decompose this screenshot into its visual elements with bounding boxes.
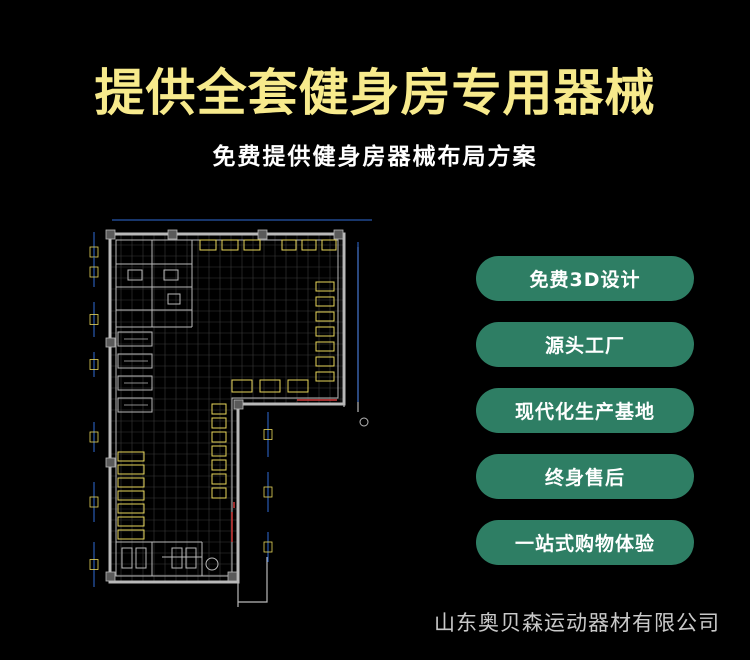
feature-pill-one-stop-shopping[interactable]: 一站式购物体验 (476, 520, 694, 565)
company-name: 山东奥贝森运动器材有限公司 (434, 611, 720, 635)
feature-pill-production-base[interactable]: 现代化生产基地 (476, 388, 694, 433)
feature-pill-label: 现代化生产基地 (514, 401, 655, 423)
feature-pill-label: 终身售后 (544, 467, 625, 489)
outer-wall (108, 232, 346, 584)
feature-pill-lifetime-service[interactable]: 终身售后 (476, 454, 694, 499)
feature-pill-label: 源头工厂 (544, 335, 625, 357)
feature-pill-source-factory[interactable]: 源头工厂 (476, 322, 694, 367)
feature-pill-label: 一站式购物体验 (514, 533, 655, 555)
gym-floor-plan-image (89, 219, 372, 607)
feature-list: 免费3D设计 源头工厂 现代化生产基地 终身售后 一站式购物体验 (476, 256, 694, 586)
feature-pill-3d-design[interactable]: 免费3D设计 (476, 256, 694, 301)
headline: 提供全套健身房专用器械 (94, 64, 656, 122)
feature-pill-label: 免费3D设计 (529, 269, 641, 291)
subheadline: 免费提供健身房器械布局方案 (212, 144, 538, 170)
outer-wall-inner (115, 239, 339, 577)
